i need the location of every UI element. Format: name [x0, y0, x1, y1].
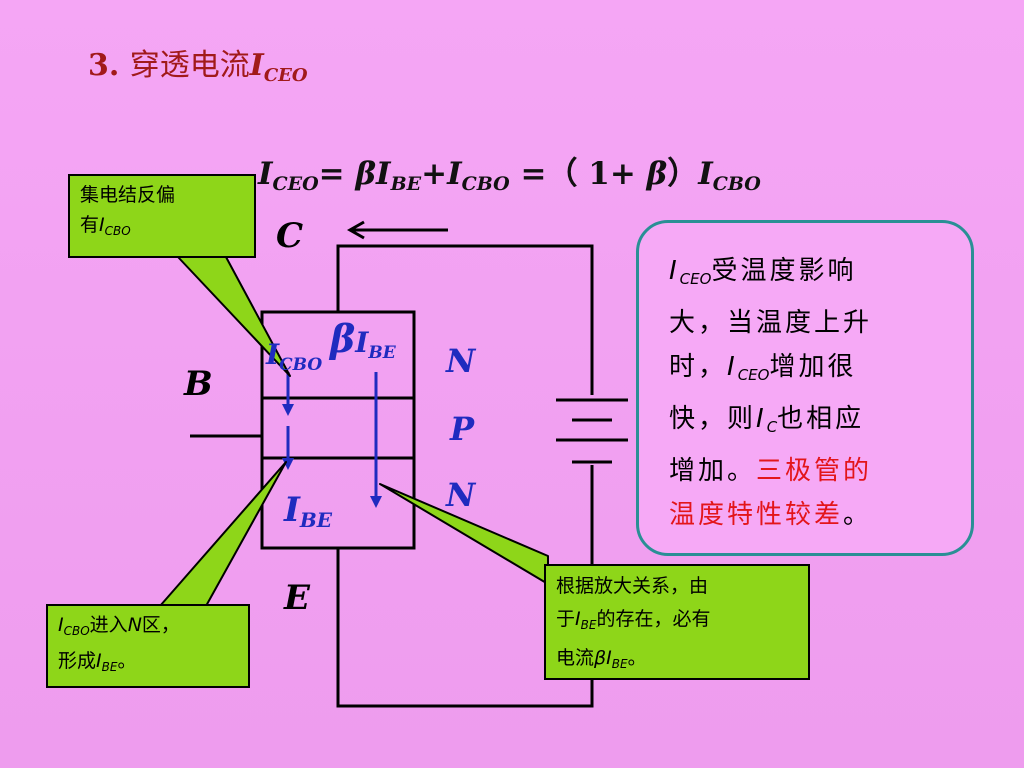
ibe-label: IBE: [284, 490, 333, 532]
callout-enter-n-region: ICBO进入N区， 形成IBE。: [46, 604, 250, 688]
temperature-note: ICEO受温度影响 大，当温度上升 时，ICEO增加很 快，则IC也相应 增加。…: [636, 220, 974, 556]
callout-amplification: 根据放大关系，由 于IBE的存在，必有 电流βIBE。: [544, 564, 810, 680]
region-n-emitter: N: [446, 476, 476, 514]
icbo-label: ICBO: [266, 338, 323, 375]
emitter-label: E: [284, 578, 310, 618]
callout-reverse-bias: 集电结反偏 有ICBO: [68, 174, 256, 258]
region-p-base: P: [450, 410, 475, 448]
region-n-collector: N: [446, 342, 476, 380]
page-title: 3. 穿透电流ICEO: [88, 48, 308, 86]
collector-label: C: [276, 216, 304, 256]
base-label: B: [184, 364, 213, 404]
collector-wire: [336, 244, 594, 395]
callout-pointer-bottom-left: [159, 461, 287, 607]
iceo-formula: ICEO= βIBE+ICBO =（ 1+ β）ICBO: [258, 156, 761, 195]
battery-symbol: [556, 398, 628, 464]
beta-ibe-label: βIBE: [330, 316, 396, 363]
current-direction-arrow: [346, 220, 448, 240]
